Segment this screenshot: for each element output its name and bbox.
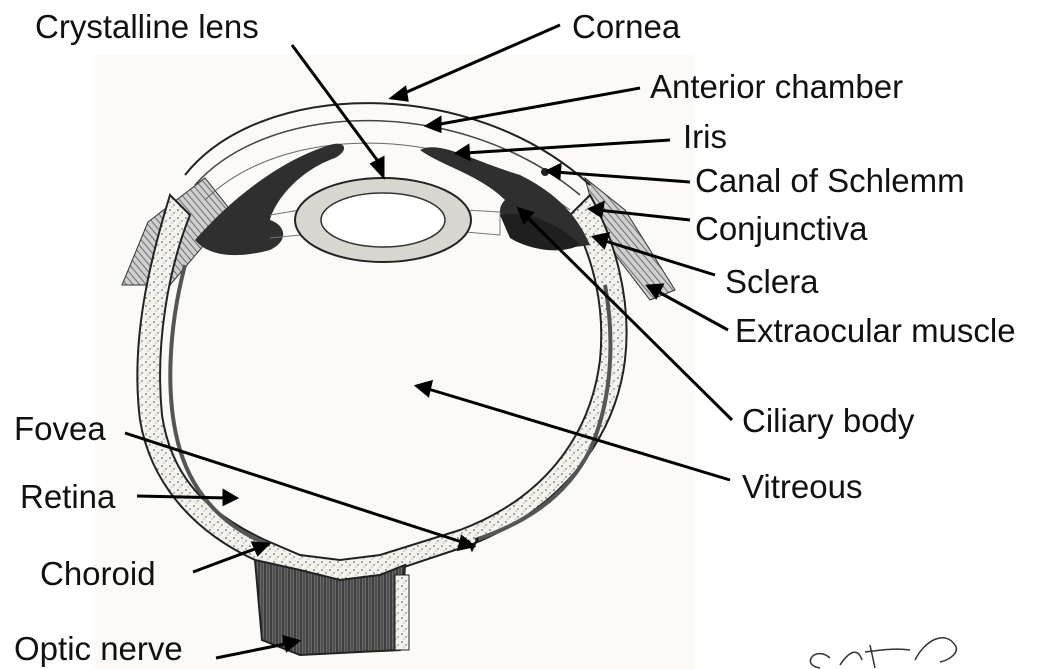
label-sclera: Sclera [725, 263, 819, 300]
label-retina: Retina [20, 478, 116, 515]
label-conjunctiva: Conjunctiva [695, 210, 868, 247]
label-extraocular-muscle: Extraocular muscle [735, 312, 1016, 349]
label-choroid: Choroid [40, 555, 156, 592]
label-crystalline-lens: Crystalline lens [35, 8, 259, 45]
crystalline-lens-inner [321, 193, 445, 247]
label-canal-of-schlemm: Canal of Schlemm [695, 162, 965, 199]
label-iris: Iris [683, 118, 727, 155]
label-fovea: Fovea [14, 410, 106, 447]
label-anterior-chamber: Anterior chamber [650, 68, 903, 105]
label-vitreous: Vitreous [742, 468, 862, 505]
label-ciliary-body: Ciliary body [742, 402, 915, 439]
arrow-retina [137, 496, 228, 498]
label-optic-nerve: Optic nerve [14, 630, 183, 667]
optic-nerve-sheath [395, 575, 409, 650]
label-cornea: Cornea [572, 8, 681, 45]
signature [810, 638, 956, 668]
